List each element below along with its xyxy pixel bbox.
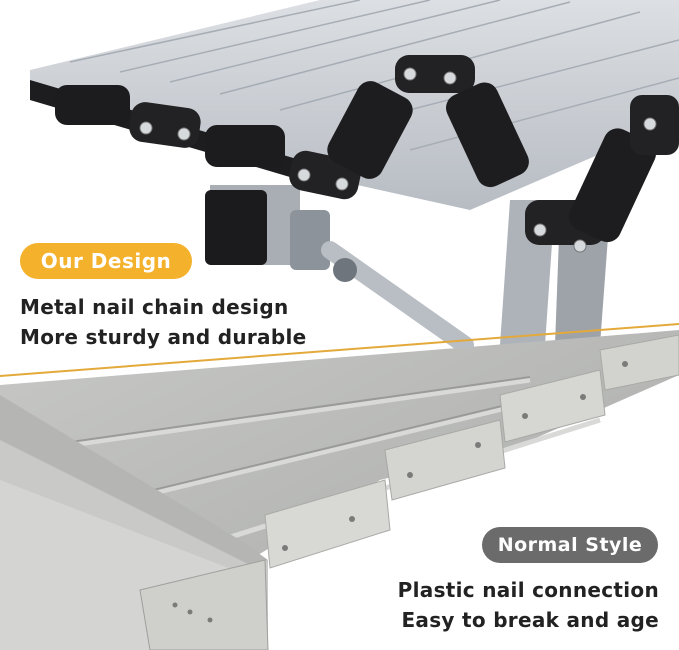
section-divider <box>0 323 679 377</box>
normal-style-badge: Normal Style <box>482 527 658 563</box>
caption-line: Easy to break and age <box>401 608 659 632</box>
caption-line: More sturdy and durable <box>20 325 307 349</box>
caption-line: Plastic nail connection <box>397 578 659 602</box>
normal-style-caption: Plastic nail connection Easy to break an… <box>398 575 659 635</box>
metal-chain-hinge <box>55 55 679 253</box>
caption-line: Metal nail chain design <box>20 295 289 319</box>
plastic-connectors <box>0 334 679 650</box>
our-design-caption: Metal nail chain design More sturdy and … <box>20 292 306 352</box>
our-design-badge: Our Design <box>20 243 192 279</box>
